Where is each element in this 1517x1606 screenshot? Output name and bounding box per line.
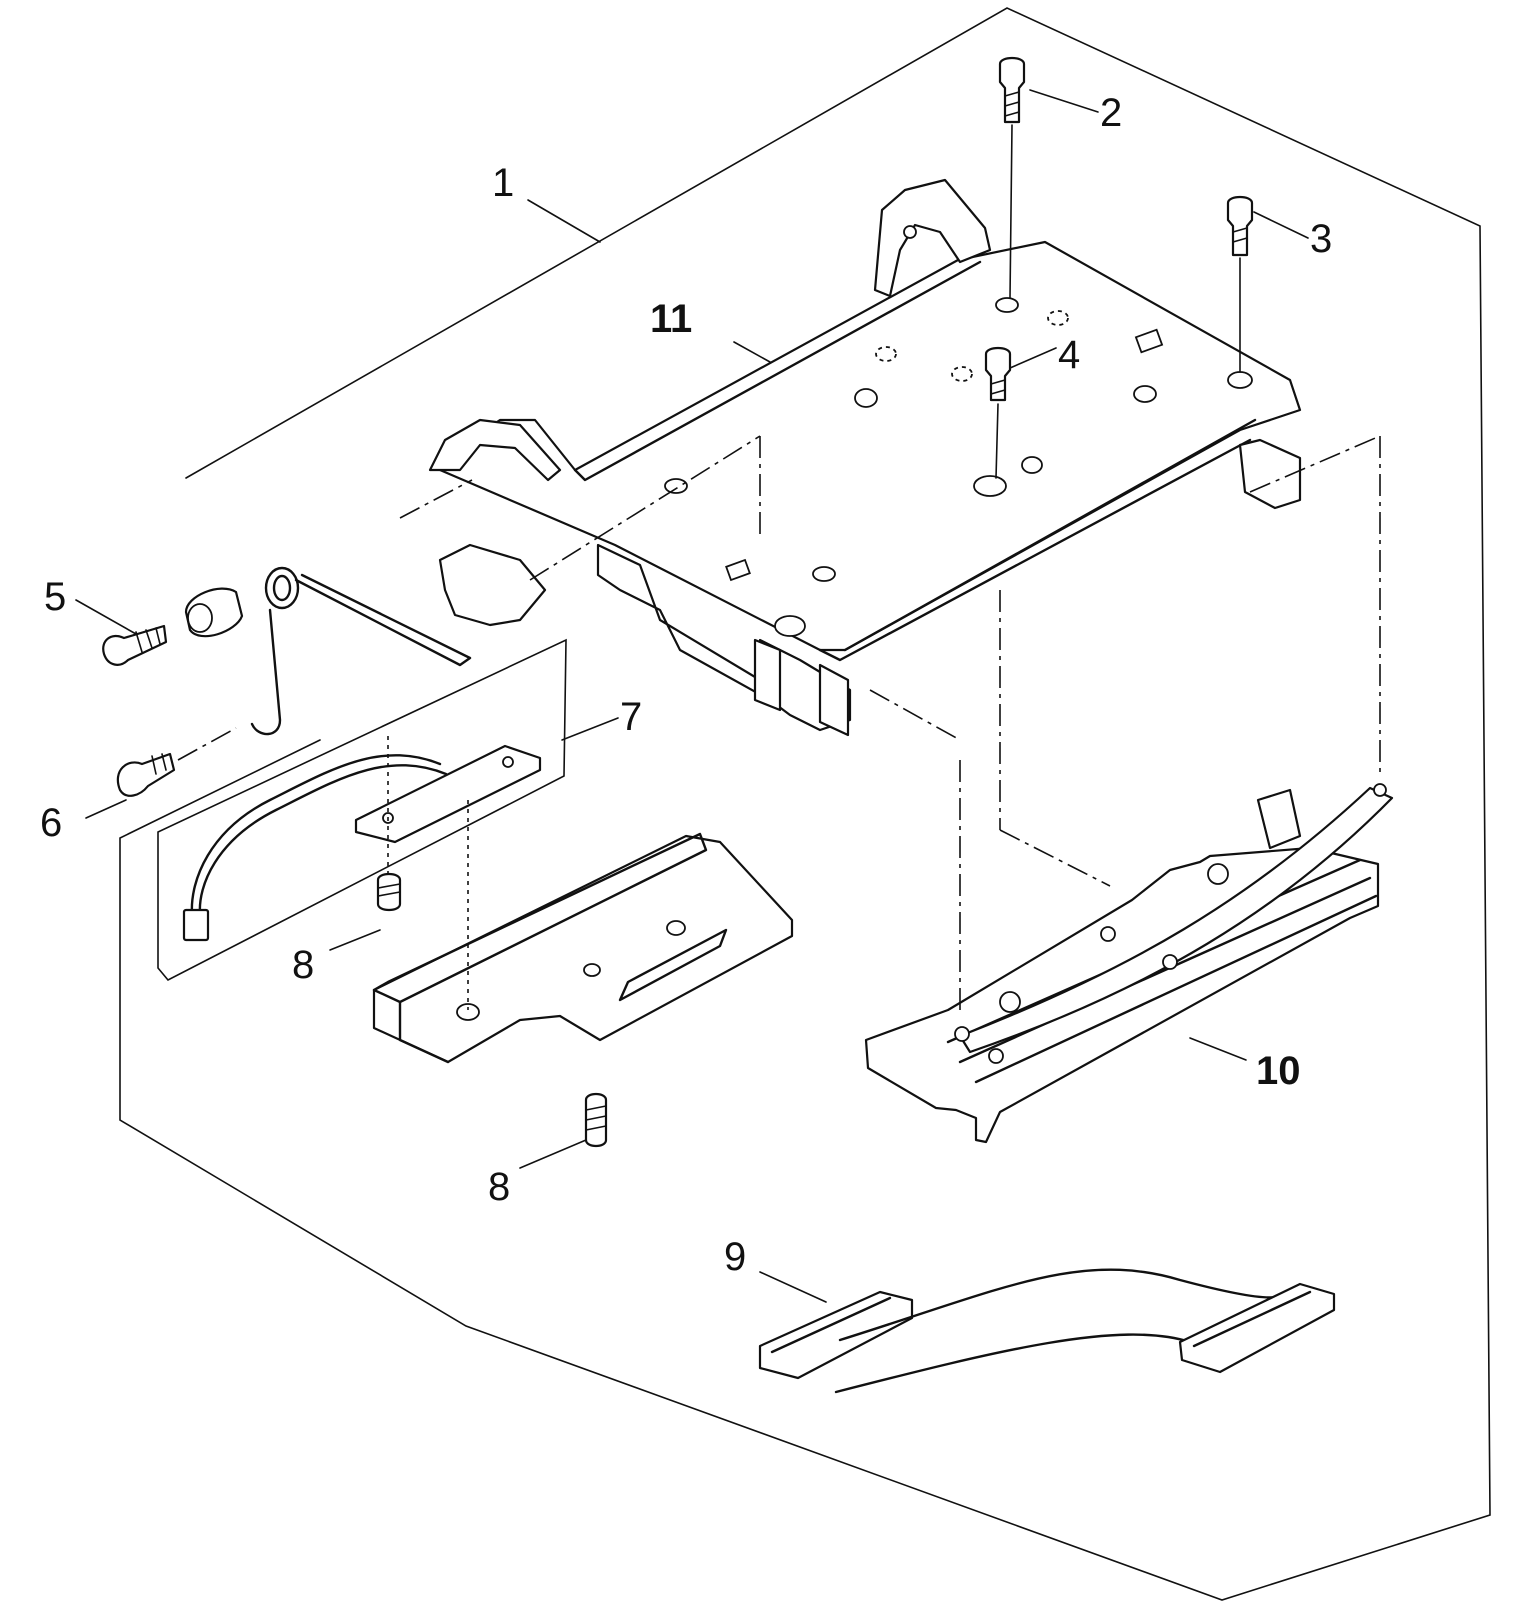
callout-1: 1 (492, 161, 514, 205)
spring (250, 566, 472, 736)
callout-5: 5 (44, 575, 66, 619)
callout-4: 4 (1058, 333, 1080, 377)
bracket-channel (372, 800, 794, 1064)
flex-cable (758, 1268, 1336, 1394)
alignment-lines (399, 435, 1381, 1010)
screw-2 (998, 56, 1026, 299)
callout-6: 6 (40, 801, 62, 845)
callouts: 1 2 3 4 5 6 7 8 8 9 10 11 (40, 91, 1332, 1279)
callout-2: 2 (1100, 91, 1122, 135)
sensor-assembly (157, 638, 567, 982)
screw-8-lower (584, 1092, 608, 1148)
print-head-assembly (864, 783, 1394, 1144)
chassis-plate (428, 178, 1302, 737)
leader-lines (75, 89, 1309, 1303)
callout-3: 3 (1310, 217, 1332, 261)
screw-4 (984, 346, 1012, 479)
callout-8-upper: 8 (292, 943, 314, 987)
screw-5 (102, 587, 244, 666)
assembly-boundary (119, 7, 1491, 1601)
callout-10: 10 (1256, 1049, 1301, 1093)
callout-8-lower: 8 (488, 1165, 510, 1209)
callout-11: 11 (650, 297, 692, 341)
callout-7: 7 (620, 695, 642, 739)
callout-9: 9 (724, 1235, 746, 1279)
screw-3 (1226, 195, 1254, 373)
screw-6 (116, 727, 237, 797)
